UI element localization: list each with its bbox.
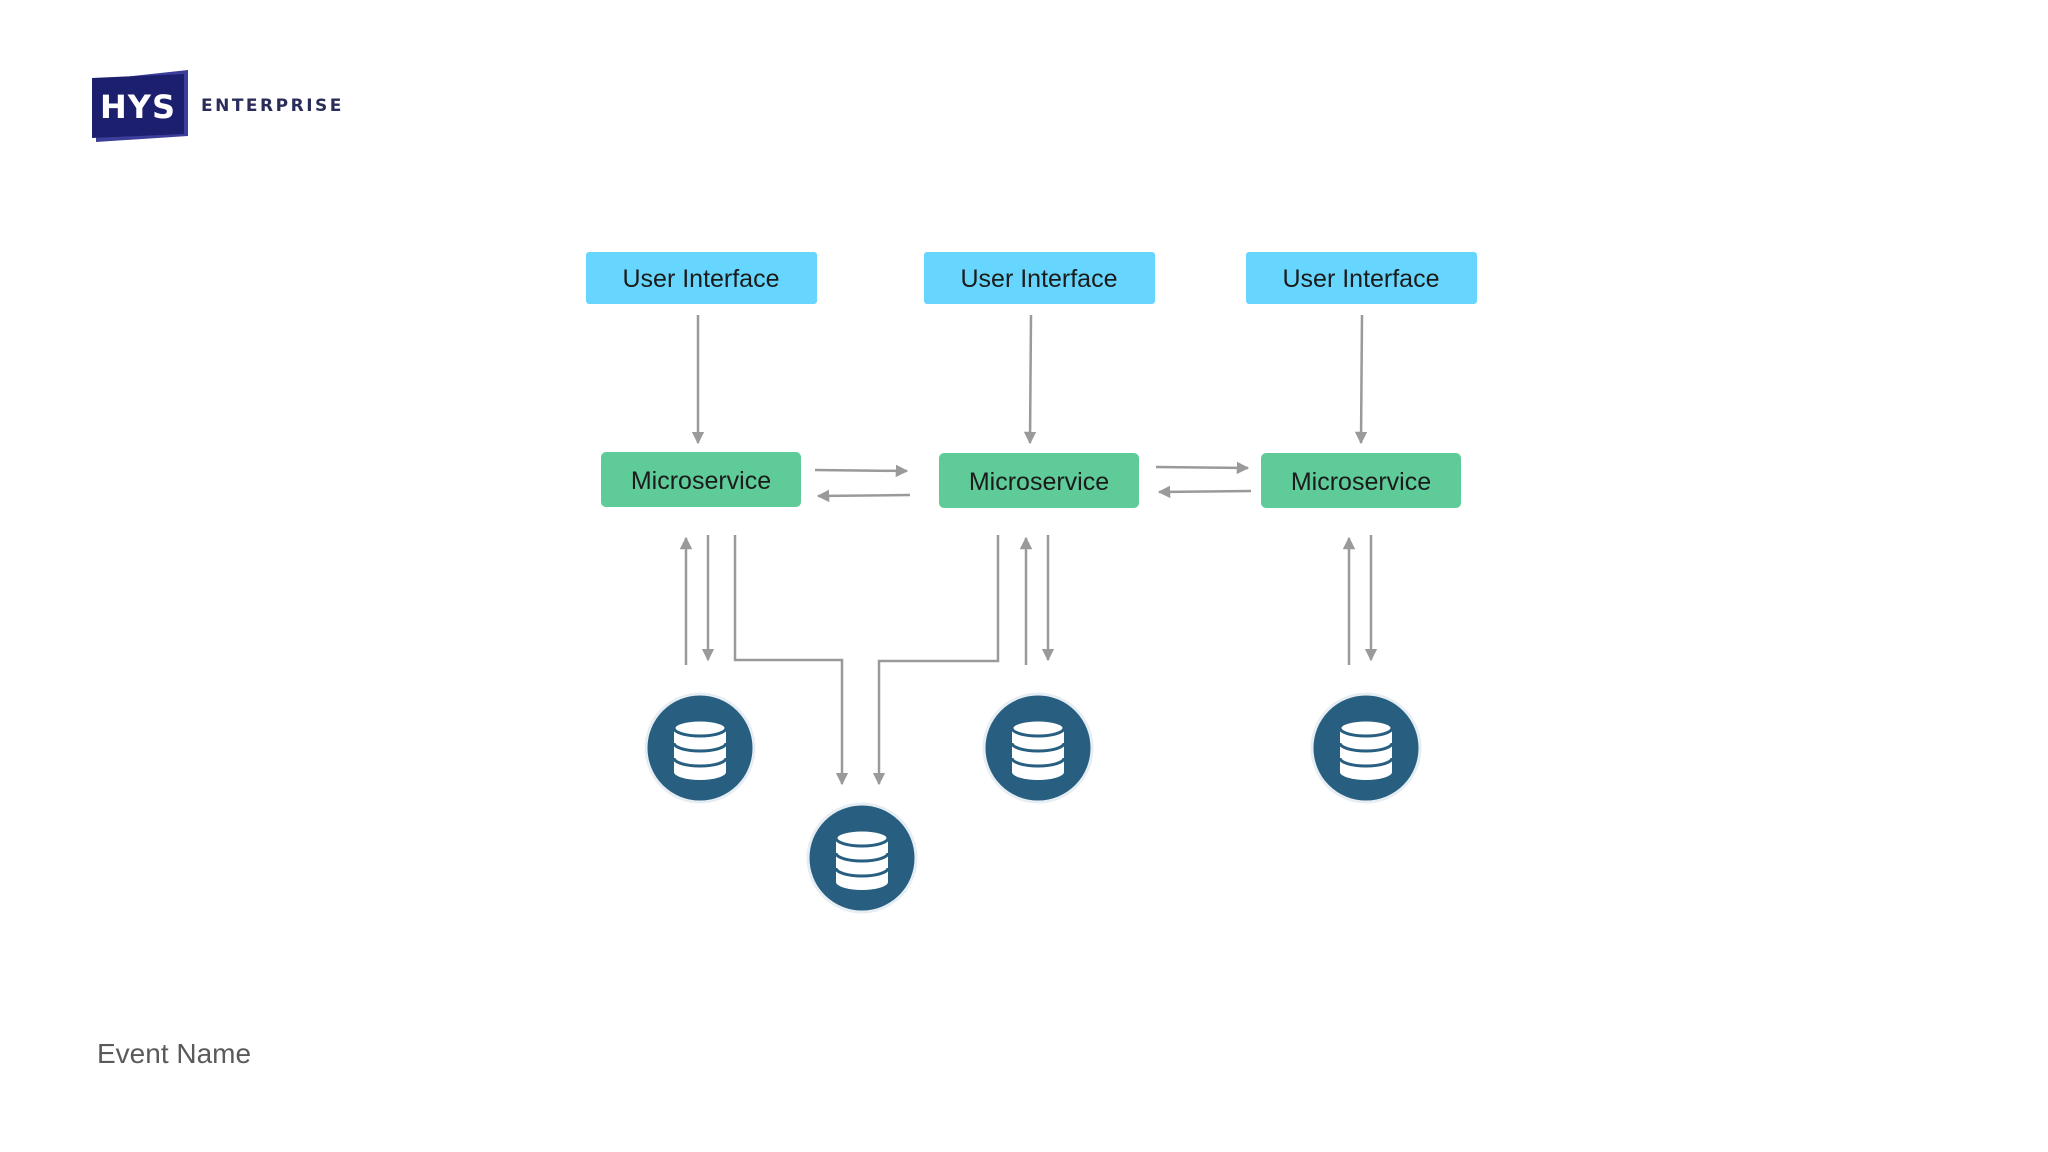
database-icon bbox=[1338, 718, 1394, 782]
logo-mark-icon: HYS bbox=[92, 70, 188, 142]
event-name: Event Name bbox=[97, 1038, 252, 1069]
microservice-3: Microservice bbox=[1261, 453, 1461, 508]
user-interface-1: User Interface bbox=[584, 250, 819, 306]
database-1 bbox=[644, 692, 756, 804]
microservice-1: Microservice bbox=[601, 452, 801, 507]
microservice-1-label: Microservice bbox=[631, 467, 771, 495]
database-icon bbox=[834, 828, 890, 892]
user-interface-2: User Interface bbox=[922, 250, 1157, 306]
microservice-3-label: Microservice bbox=[1291, 468, 1431, 496]
user-interface-2-label: User Interface bbox=[960, 265, 1117, 293]
user-interface-3-label: User Interface bbox=[1282, 265, 1439, 293]
database-icon bbox=[672, 718, 728, 782]
hys-enterprise-logo: HYS bbox=[92, 66, 352, 148]
user-interface-1-label: User Interface bbox=[622, 265, 779, 293]
database-3 bbox=[1310, 692, 1422, 804]
arrow-ms3-to-ms2 bbox=[1157, 485, 1252, 499]
logo-mark-text: HYS bbox=[100, 88, 176, 126]
arrow-ui2-ms2 bbox=[1023, 314, 1037, 445]
database-shared bbox=[806, 802, 918, 914]
arrow-ui3-ms3 bbox=[1354, 314, 1368, 445]
database-2 bbox=[982, 692, 1094, 804]
arrow-ms2-to-ms3 bbox=[1155, 461, 1250, 475]
database-icon bbox=[1010, 718, 1066, 782]
microservice-2: Microservice bbox=[939, 453, 1139, 508]
arrow-ms2-to-shared-db bbox=[872, 535, 1000, 786]
arrow-ms1-to-ms2 bbox=[814, 464, 909, 478]
arrow-ms1-to-shared-db bbox=[733, 535, 849, 786]
microservice-2-label: Microservice bbox=[969, 468, 1109, 496]
arrow-ms2-to-ms1 bbox=[816, 489, 911, 503]
logo-sub-text: ENTERPRISE bbox=[201, 96, 344, 116]
user-interface-3: User Interface bbox=[1244, 250, 1479, 306]
